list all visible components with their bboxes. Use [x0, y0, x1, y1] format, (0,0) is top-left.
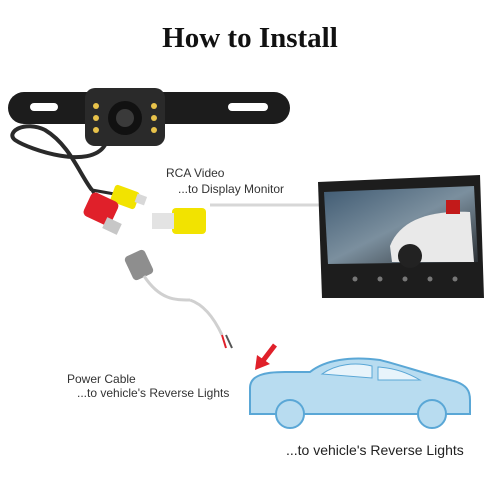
rca-connector-yellow	[152, 208, 206, 234]
camera-icon	[8, 88, 290, 146]
car-icon	[249, 357, 471, 429]
power-cable-label: Power Cable	[67, 372, 136, 386]
camera-cable	[10, 124, 107, 192]
rca-plug-yellow	[110, 184, 148, 210]
vehicle-reverse-lights-label: ...to vehicle's Reverse Lights	[286, 442, 464, 458]
rca-video-label: RCA Video	[166, 166, 225, 180]
power-plug-grey	[124, 249, 233, 349]
arrow-icon	[255, 343, 277, 370]
page-title: How to Install	[162, 22, 338, 54]
power-plug-red	[83, 192, 122, 235]
rca-video-sub-label: ...to Display Monitor	[178, 182, 285, 196]
monitor-icon	[318, 175, 484, 298]
power-cable-sub-label: ...to vehicle's Reverse Lights	[77, 386, 230, 400]
